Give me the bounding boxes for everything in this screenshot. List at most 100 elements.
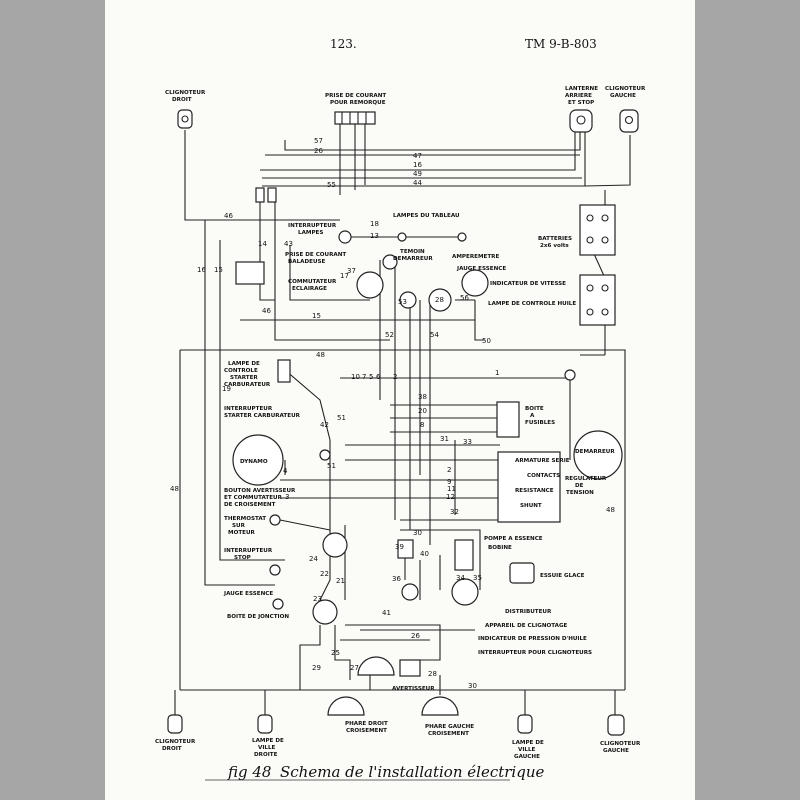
lampe-controle-huile-label: LAMPE DE CONTROLE HUILE — [488, 301, 576, 307]
bouton-avertisseur-l3: DE CROISEMENT — [224, 502, 276, 508]
wire-26b: 26 — [411, 632, 420, 640]
regulateur-block-l1: ARMATURE SERIE — [515, 458, 570, 464]
wire-56: 56 — [460, 294, 469, 302]
bobine-label: BOBINE — [488, 545, 512, 551]
boite-fusibles-l1: BOITE — [525, 406, 544, 412]
prise-baladeuse-l1: PRISE DE COURANT — [285, 252, 346, 258]
wire-54: 54 — [430, 331, 439, 339]
jauge-essence-tank-label: JAUGE ESSENCE — [223, 591, 273, 597]
wire-52: 52 — [385, 331, 394, 339]
prise-baladeuse-socket — [235, 261, 265, 285]
wire-42: 42 — [320, 421, 329, 429]
lampe-ville-gauche-l2: VILLE — [518, 747, 536, 753]
wire-25: 25 — [331, 649, 340, 657]
wire-33: 33 — [463, 438, 472, 446]
wire-2a: 2 — [393, 373, 397, 381]
wire-8: 8 — [420, 421, 424, 429]
clignoteur-droit-bot-l2: DROIT — [162, 746, 182, 752]
wire-51b: 51 — [327, 462, 336, 470]
phare-droit-l1: PHARE DROIT — [345, 721, 388, 727]
lampe-tableau-2 — [457, 232, 467, 242]
clignoteur-gauche-bot-l2: GAUCHE — [603, 748, 629, 754]
prise-baladeuse-l2: BALADEUSE — [288, 259, 326, 265]
wire-numbers: 57 26 55 47 16 49 44 46 18 13 14 43 16 1… — [170, 137, 615, 690]
lampe-controle-starter-l2: CONTROLE — [224, 368, 258, 374]
lampe-ville-droite-lamp — [257, 714, 273, 734]
lanterne-arriere-lamp — [569, 109, 593, 133]
interrupteur-lampes-l2: LAMPES — [298, 230, 323, 236]
wire-19: 19 — [222, 385, 231, 393]
clignoteur-gauche-bottom-lamp — [607, 714, 625, 736]
essuie-glace-motor — [509, 562, 535, 584]
phare-gauche-l1: PHARE GAUCHE — [425, 724, 474, 730]
commutateur-eclairage-l1: COMMUTATEUR — [288, 279, 337, 285]
figure-number: fig 48 — [227, 763, 271, 781]
ground-terminal — [564, 369, 576, 381]
wire-31: 31 — [440, 435, 449, 443]
clignoteur-droit-top — [177, 109, 193, 129]
interrupteur-stop-switch — [269, 564, 281, 576]
clignoteur-gauche-top-l2: GAUCHE — [610, 93, 636, 99]
bouton-avertisseur-l1: BOUTON AVERTISSEUR — [224, 488, 296, 494]
temoin-demarreur-lamp — [382, 254, 398, 270]
boite-jonction-label: BOITE DE JONCTION — [227, 614, 289, 620]
wire-35: 35 — [473, 574, 482, 582]
dynamo-label: DYNAMO — [240, 459, 268, 465]
wire-30a: 30 — [413, 529, 422, 537]
wire-46a: 46 — [224, 212, 233, 220]
interrupteur-stop-l1: INTERRUPTEUR — [224, 548, 273, 554]
boite-fusibles-l3: FUSIBLES — [525, 420, 555, 426]
batteries — [579, 204, 616, 326]
wire-20: 20 — [418, 407, 427, 415]
phare-gauche-l2: CROISEMENT — [428, 731, 469, 737]
wire-5: 5 — [369, 373, 373, 381]
wiring — [174, 120, 631, 720]
regulateur-tension-l3: TENSION — [566, 490, 594, 496]
lampes-tableau-label: LAMPES DU TABLEAU — [393, 213, 460, 219]
boite-fusibles-l2: A — [530, 413, 535, 419]
jauge-essence-tank-sensor — [272, 598, 284, 610]
lampe-controle-starter-l4: CARBURATEUR — [224, 382, 271, 388]
wire-46b: 46 — [262, 307, 271, 315]
wire-13: 13 — [370, 232, 379, 240]
regulateur-tension-box — [497, 451, 561, 523]
pompe-essence-label: POMPE A ESSENCE — [484, 536, 543, 542]
wire-15a: 15 — [214, 266, 223, 274]
phare-droit-l2: CROISEMENT — [346, 728, 387, 734]
wire-14: 14 — [258, 240, 267, 248]
wire-28: 28 — [435, 296, 444, 304]
bouton-avertisseur-node — [322, 532, 348, 558]
wire-3: 3 — [285, 493, 289, 501]
wire-21: 21 — [336, 577, 345, 585]
prise-remorque-l2: POUR REMORQUE — [330, 100, 386, 106]
phare-droit-lamp — [357, 656, 395, 676]
wire-41: 41 — [382, 609, 391, 617]
interrupteur-stop-l2: STOP — [234, 555, 251, 561]
wire-16b: 16 — [197, 266, 206, 274]
wire-10: 10 — [351, 373, 360, 381]
wire-43: 43 — [284, 240, 293, 248]
indicateur-pression-label: INDICATEUR DE PRESSION D'HUILE — [478, 636, 587, 642]
wire-51a: 51 — [337, 414, 346, 422]
batteries-l1: BATTERIES — [538, 236, 572, 242]
wire-9: 9 — [447, 478, 451, 486]
wire-23: 23 — [313, 595, 322, 603]
temoin-demarreur-l2: DEMARREUR — [393, 256, 433, 262]
clignoteur-gauche-top-lamp — [619, 109, 639, 133]
wire-44: 44 — [413, 179, 422, 187]
interrupteur-lampes-l1: INTERRUPTEUR — [288, 223, 337, 229]
figure-caption: Schema de l'installation électrique — [280, 763, 544, 781]
temoin-demarreur-l1: TEMOIN — [400, 249, 425, 255]
wire-1: 1 — [495, 369, 499, 377]
wire-34: 34 — [456, 574, 465, 582]
